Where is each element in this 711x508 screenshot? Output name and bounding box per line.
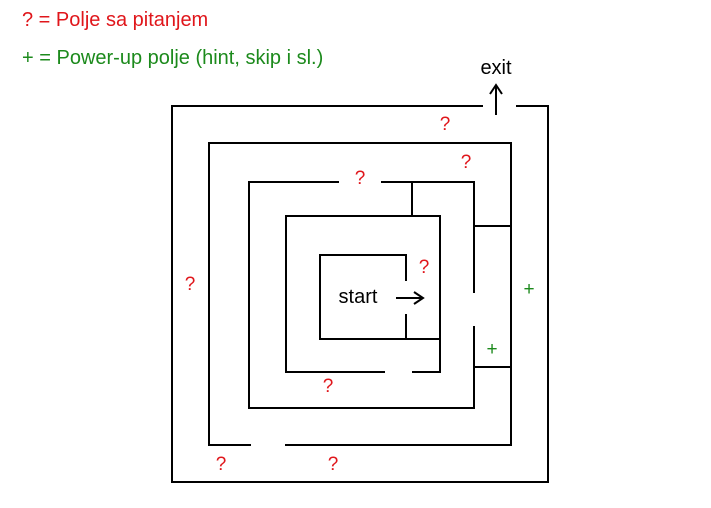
start-arrow-icon [396,291,425,305]
maze-ring-4 [285,215,441,373]
question-field-mark: ? [328,454,339,475]
question-field-mark: ? [461,152,472,173]
question-field-mark: ? [216,454,227,475]
start-label: start [339,286,378,308]
maze-ring-outer [171,105,549,483]
question-field-mark: ? [185,274,196,295]
maze-ring-2 [208,142,512,446]
exit-arrow-icon [489,83,503,115]
maze-center-box [319,254,407,340]
question-field-mark: ? [440,114,451,135]
question-field-mark: ? [323,376,334,397]
legend-question-text: ? = Polje sa pitanjem [22,9,209,31]
question-field-mark: ? [355,168,366,189]
powerup-field-mark: + [523,279,534,300]
maze-ring-3 [248,181,475,409]
powerup-field-mark: + [486,339,497,360]
exit-label: exit [480,57,512,79]
maze-connector-walls [405,181,512,368]
question-field-mark: ? [419,257,430,278]
legend-powerup-text: + = Power-up polje (hint, skip i sl.) [22,47,324,69]
